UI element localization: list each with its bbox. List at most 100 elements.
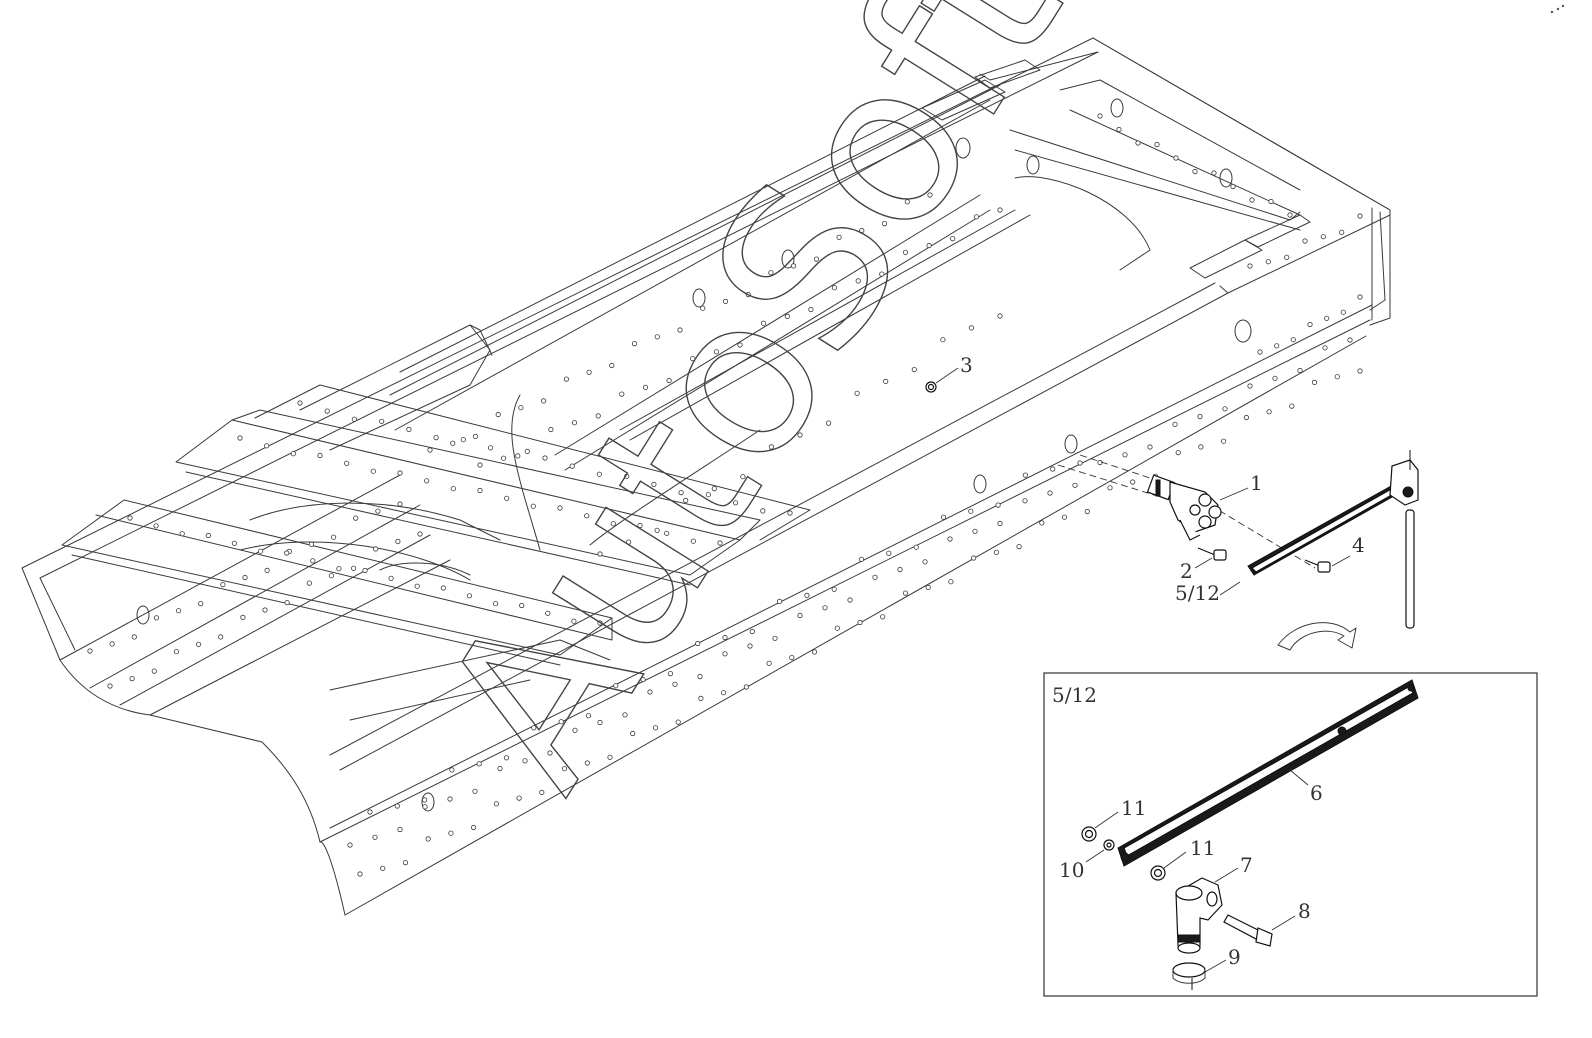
frame-hole — [1247, 263, 1253, 269]
frame-hole — [542, 455, 548, 461]
frame-hole — [1347, 337, 1353, 343]
rotate-arrow-icon — [1277, 622, 1357, 651]
frame-hole — [722, 651, 728, 657]
frame-hole — [109, 641, 115, 647]
frame-hole — [448, 830, 454, 836]
frame-hole — [690, 538, 696, 544]
frame-hole — [515, 453, 521, 459]
frame-hole — [831, 586, 837, 592]
frame-hole — [1268, 198, 1274, 205]
callout-5-12: 5/12 — [1175, 581, 1220, 605]
frame-hole — [569, 463, 575, 469]
frame-hole — [561, 766, 568, 772]
frame-hole — [516, 795, 522, 801]
frame-hole — [972, 528, 978, 534]
frame-hole — [362, 567, 368, 574]
frame-hole — [683, 497, 689, 503]
frame-hole — [379, 418, 385, 424]
frame-hole — [609, 362, 615, 369]
frame-hole — [394, 803, 400, 809]
frame-hole — [825, 420, 832, 426]
callout-6: 6 — [1310, 781, 1323, 805]
frame-hole — [584, 760, 590, 766]
chassis-frame — [21, 37, 1391, 916]
frame-hole — [153, 523, 159, 529]
frame-hole — [179, 531, 185, 537]
frame-hole — [422, 804, 428, 810]
frame-hole — [450, 486, 456, 492]
frame-hole — [813, 256, 820, 262]
frame-hole — [1175, 449, 1181, 456]
frame-hole — [613, 683, 619, 689]
detail-part-7-clamp — [1175, 867, 1239, 954]
frame-hole — [1047, 490, 1053, 496]
frame-hole — [672, 681, 678, 687]
frame-hole — [740, 474, 746, 480]
frame-hole — [264, 567, 270, 574]
frame-hole — [297, 400, 303, 406]
frame-hole — [664, 530, 670, 536]
frame-hole — [306, 580, 312, 586]
frame-hole — [1357, 294, 1363, 300]
frame-hole — [353, 515, 359, 521]
frame-hole — [466, 593, 472, 599]
frame-hole — [607, 754, 613, 760]
frame-hole — [472, 788, 478, 794]
frame-hole — [417, 531, 423, 537]
frame-hole — [700, 305, 706, 311]
frame-hole — [902, 249, 909, 255]
frame-hole — [597, 620, 603, 626]
frame-hole — [902, 590, 909, 596]
frame-hole — [968, 508, 974, 514]
frame-hole — [284, 550, 290, 556]
frame-hole — [747, 643, 753, 649]
frame-hole — [397, 826, 403, 833]
frame-hole — [880, 614, 886, 620]
frame-hole — [711, 485, 717, 492]
frame-hole — [768, 270, 774, 276]
frame-hole — [433, 434, 439, 441]
frame-hole — [1339, 229, 1345, 235]
frame-hole — [997, 520, 1003, 527]
frame-hole — [317, 452, 323, 459]
frame-hole — [518, 405, 524, 411]
frame-hole — [330, 534, 337, 540]
frame-hole — [622, 712, 628, 718]
frame-hole — [940, 514, 947, 520]
frame-hole — [811, 649, 818, 655]
frame-hole — [231, 540, 237, 546]
frame-hole — [822, 605, 828, 611]
frame-hole — [1247, 383, 1253, 389]
frame-hole — [547, 750, 553, 756]
frame-hole — [705, 492, 711, 498]
frame-hole — [950, 236, 956, 242]
frame-hole — [595, 413, 601, 419]
frame-hole — [402, 859, 409, 866]
part-3-nut — [925, 367, 959, 393]
part-4-bolt — [1304, 555, 1351, 573]
frame-hole — [584, 513, 590, 519]
frame-hole — [290, 451, 296, 457]
frame-hole — [545, 610, 551, 616]
frame-hole — [640, 676, 646, 683]
frame-hole — [1097, 113, 1103, 119]
frame-hole — [1320, 234, 1326, 240]
frame-hole — [324, 408, 330, 414]
frame-hole — [697, 673, 703, 680]
frame-hole — [373, 546, 379, 552]
frame-hole — [654, 527, 660, 533]
frame-hole — [776, 598, 783, 605]
frame-hole — [597, 551, 603, 557]
frame-hole — [678, 489, 684, 496]
frame-hole — [973, 214, 980, 220]
frame-hole — [406, 426, 412, 432]
frame-hole — [743, 684, 750, 690]
frame-hole — [1130, 479, 1136, 485]
frame-hole — [524, 448, 530, 454]
callout-8: 8 — [1298, 899, 1311, 923]
frame-hole — [637, 522, 643, 529]
frame-hole — [367, 809, 373, 815]
frame-hole — [651, 481, 657, 487]
